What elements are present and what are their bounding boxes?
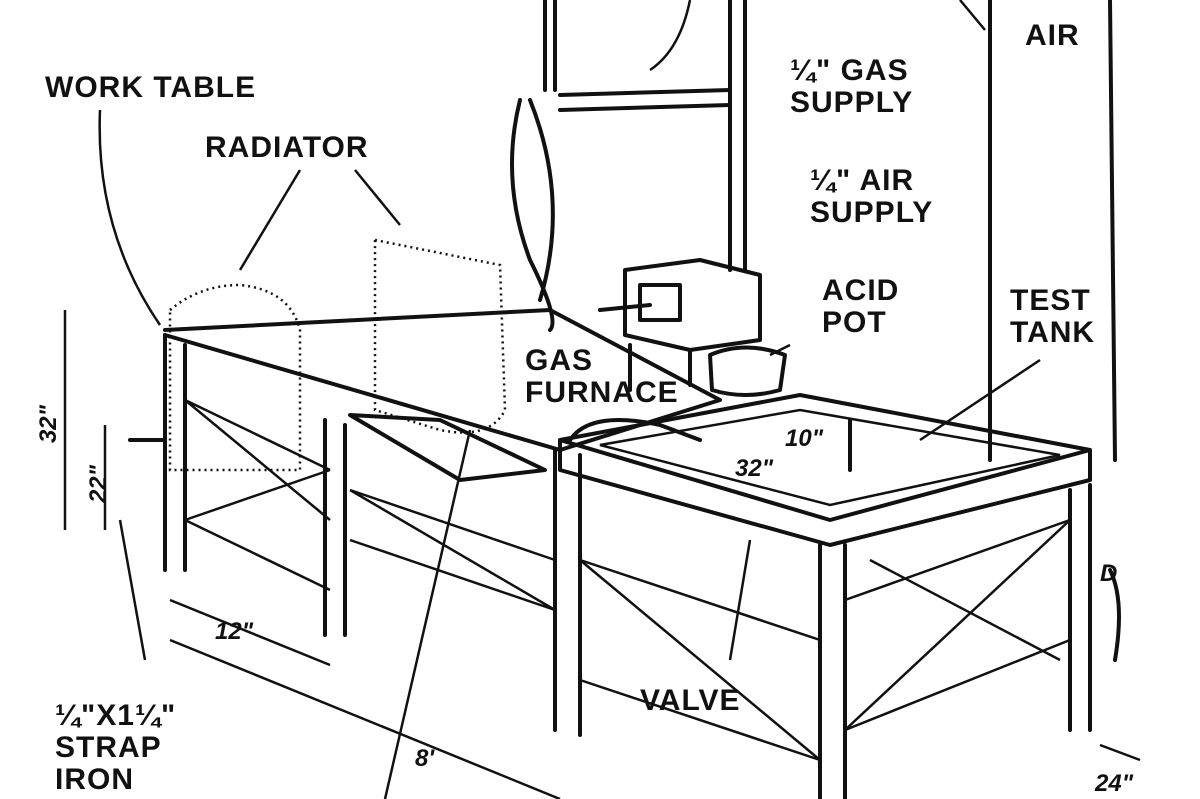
label-air-supply: ¼" AIR SUPPLY [810, 164, 934, 229]
furnace-stand [598, 303, 692, 392]
work-table-top [163, 308, 722, 452]
dim-width: 12" [215, 618, 254, 645]
tank-braces [579, 518, 1071, 762]
shelf [348, 413, 547, 482]
leader-lines [98, 0, 1041, 799]
label-air: AIR [1025, 19, 1080, 52]
label-strap-iron: ¼"X1¼" STRAP IRON [55, 699, 177, 796]
supply-pipes [543, 0, 1117, 462]
acid-pot [708, 345, 787, 397]
drain-valve [1108, 568, 1121, 662]
gas-manifold [558, 88, 732, 112]
hose [568, 418, 702, 442]
radiator-left [168, 283, 302, 472]
dim-length: 8' [415, 745, 435, 772]
label-work-table: WORK TABLE [45, 71, 257, 104]
label-valve: VALVE [640, 684, 741, 717]
dim-tank-width: 32" [735, 455, 774, 482]
work-table-legs [163, 333, 582, 737]
dim-height-shelf: 22" [85, 464, 113, 504]
test-tank-inner [599, 408, 1061, 507]
label-gas-furnace: GAS FURNACE [525, 344, 679, 409]
test-tank [558, 393, 1092, 547]
dim-tank-depth: 10" [785, 425, 824, 452]
label-acid-pot: ACID POT [822, 274, 900, 339]
gas-furnace [623, 258, 762, 352]
label-test-tank: TEST TANK [1010, 284, 1096, 349]
label-drain: D [1100, 560, 1118, 587]
label-radiator: RADIATOR [205, 131, 369, 164]
dimension-lines [63, 310, 1141, 799]
dim-tank-side: 24" [1095, 770, 1134, 797]
burner-hoses [510, 98, 555, 332]
tank-legs [818, 483, 1092, 799]
work-table-braces [184, 398, 556, 612]
dim-height-total: 32" [35, 404, 63, 444]
label-gas-supply: ¼" GAS SUPPLY [790, 54, 914, 119]
